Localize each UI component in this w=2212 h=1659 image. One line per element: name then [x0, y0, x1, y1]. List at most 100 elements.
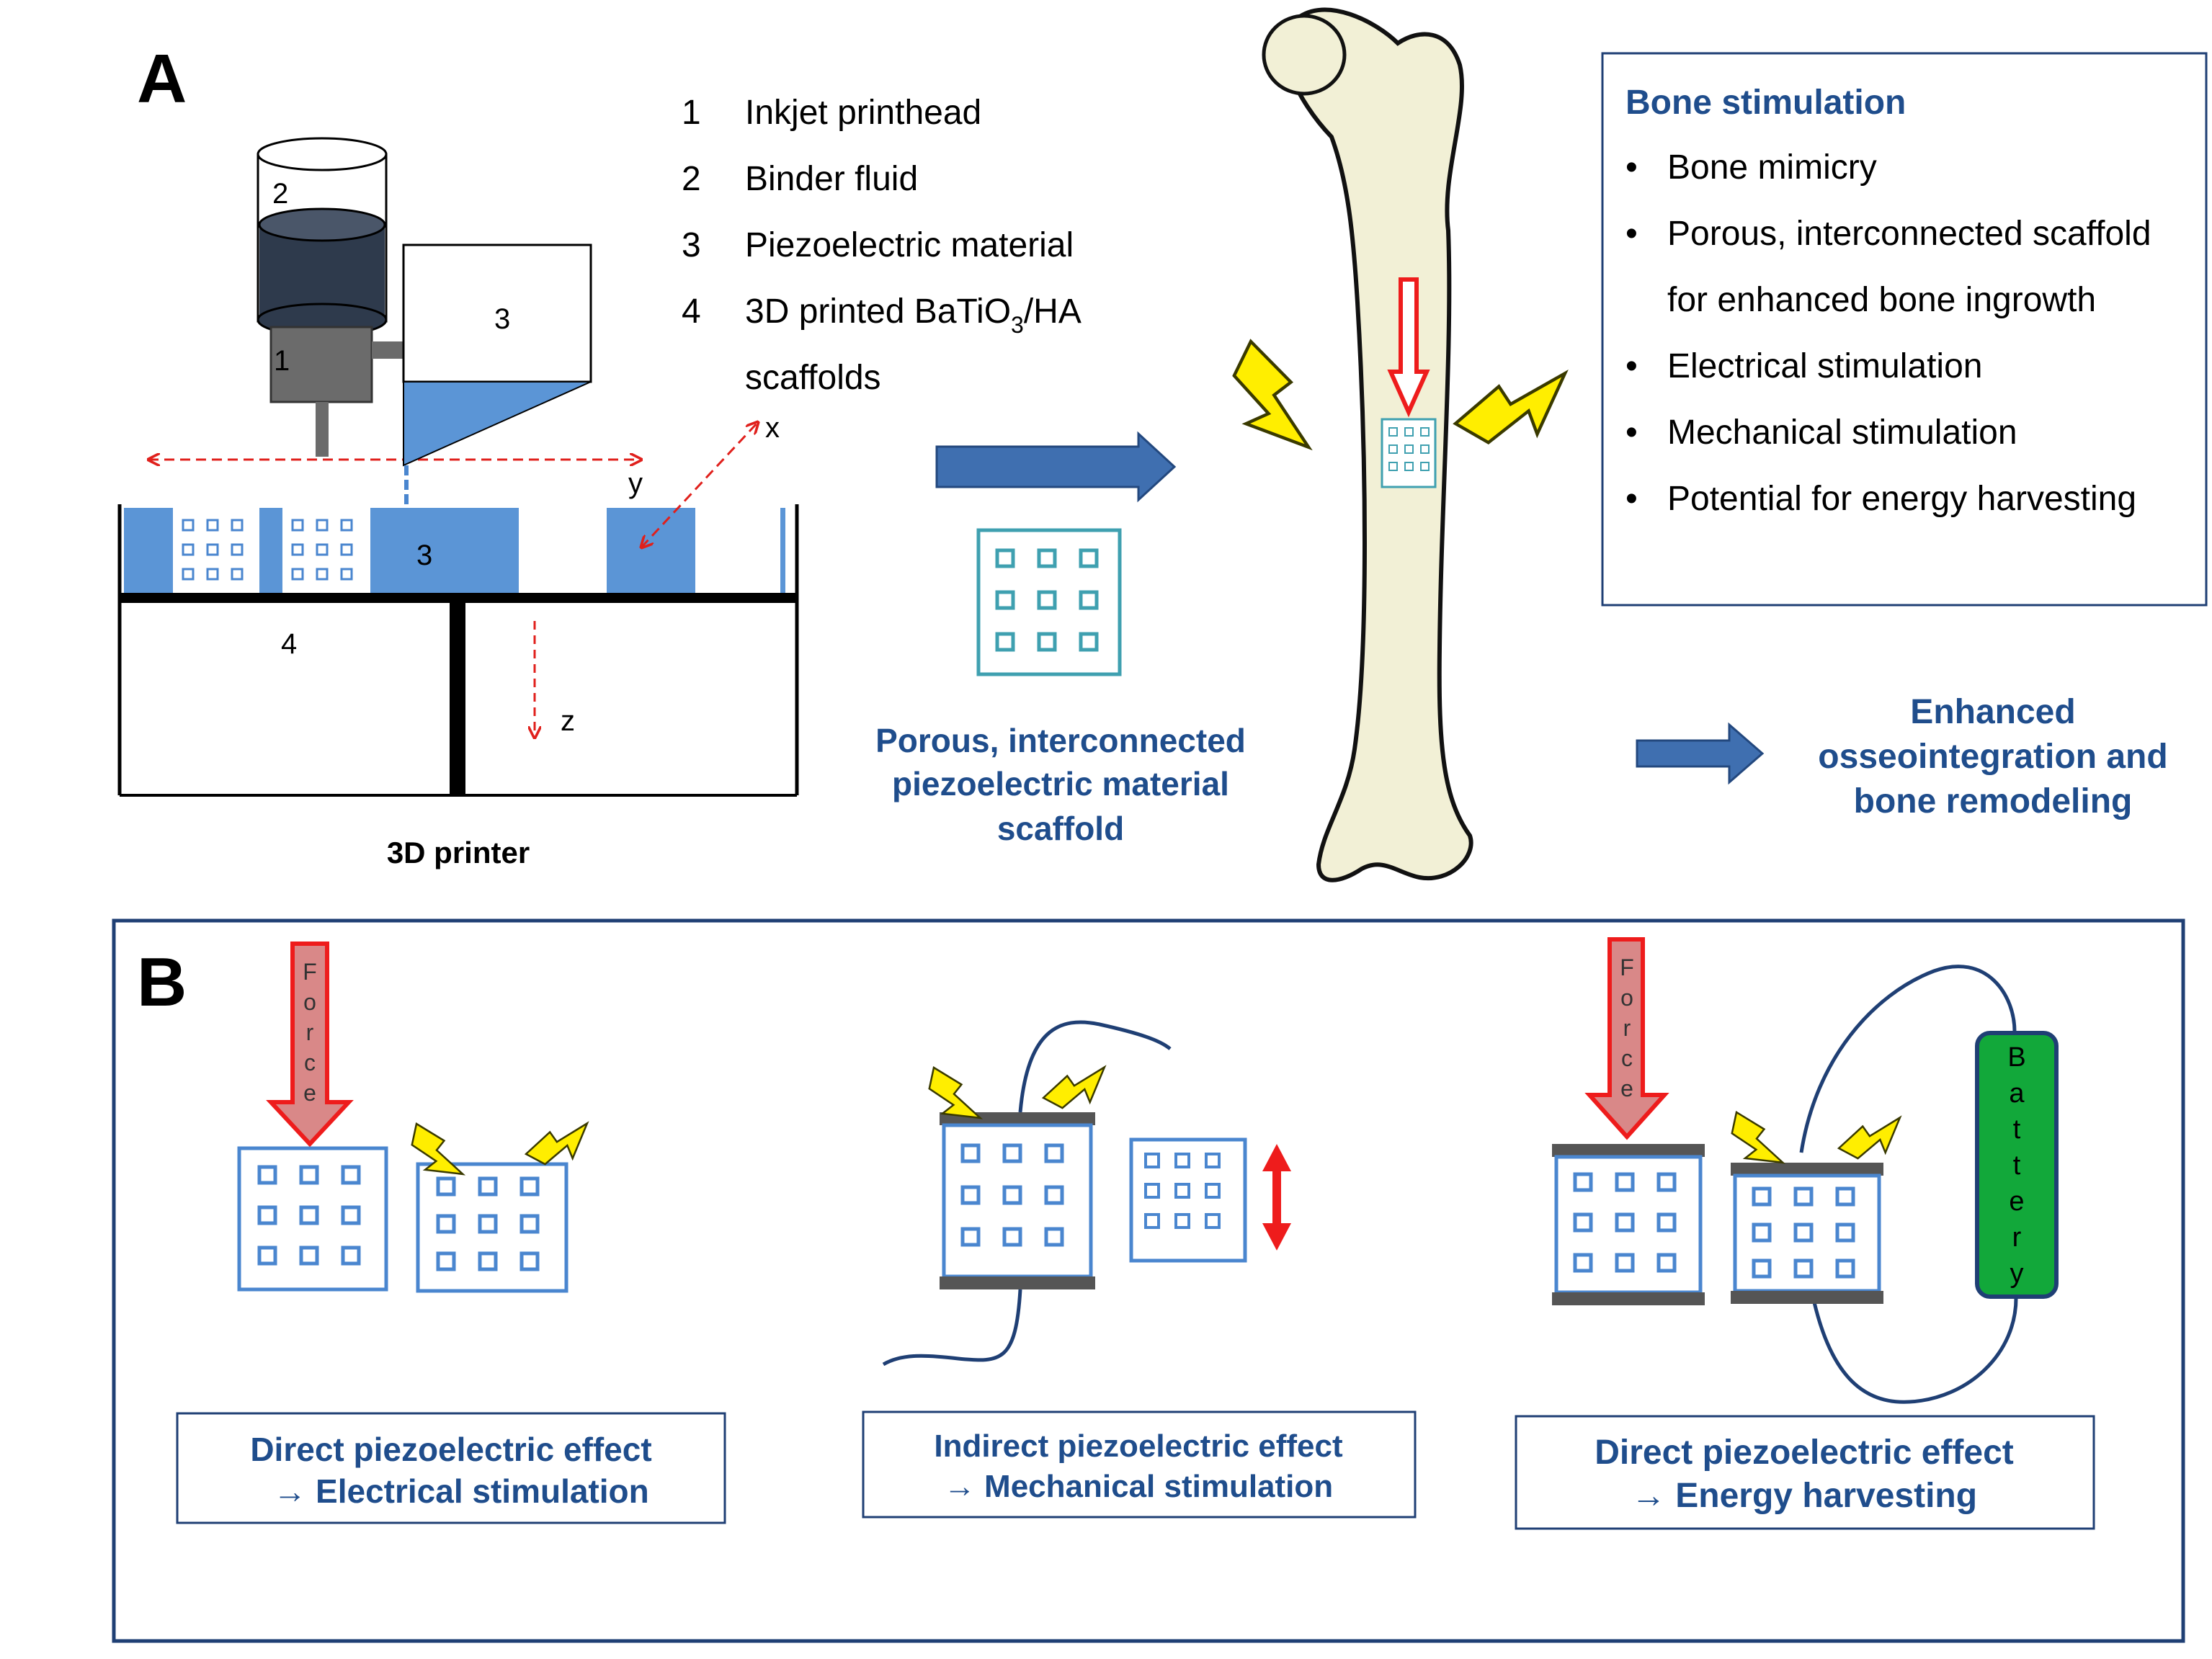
pore [1044, 1185, 1064, 1205]
pore [231, 568, 244, 581]
pore [299, 1165, 319, 1185]
pore [519, 1214, 540, 1234]
bullet-4: Mechanical stimulation [1667, 413, 2017, 452]
pore [206, 519, 219, 532]
caption-box-2 [862, 1410, 1417, 1519]
pore [1656, 1172, 1677, 1192]
legend-text-1: Inkjet printhead [745, 94, 981, 132]
scaffold-caption: Porous, interconnected piezoelectric mat… [875, 722, 1246, 847]
outcome-text: Enhanced osseointegration and bone remod… [1818, 693, 2167, 820]
battery-icon [1975, 1031, 2059, 1299]
legend-num-4: 4 [682, 292, 701, 331]
printer-caption: 3D printer [387, 836, 530, 869]
bottom-electrode [1731, 1291, 1883, 1304]
pore [436, 1214, 456, 1234]
pore [1174, 1183, 1190, 1199]
pore [1079, 590, 1099, 610]
pore [1420, 427, 1430, 437]
svg-text:•: • [1625, 347, 1638, 385]
bone-stimulation-list: • Bone mimicry • Porous, interconnected … [1625, 148, 2151, 518]
legend-num-3: 3 [682, 226, 701, 264]
pore [1835, 1186, 1855, 1207]
pore [1615, 1172, 1635, 1192]
pore [1205, 1183, 1221, 1199]
top-electrode [1552, 1144, 1705, 1157]
binder-label: 2 [272, 178, 288, 210]
pore [341, 1205, 361, 1225]
svg-text:•: • [1625, 148, 1638, 187]
legend-text-3: Piezoelectric material [745, 226, 1074, 264]
caption-box-1 [176, 1412, 726, 1524]
3d-printer-diagram: 3 4 z y x 2 1 3 [117, 137, 799, 797]
pore [182, 568, 195, 581]
caption-3-line-1: Direct piezoelectric effect [1595, 1434, 2014, 1472]
svg-text:•: • [1625, 413, 1638, 452]
panel-a-label: A [137, 40, 187, 117]
pore [1573, 1212, 1593, 1233]
force-arrow-icon [266, 942, 354, 1148]
pore [1144, 1213, 1160, 1229]
pore [1044, 1227, 1064, 1247]
pore [436, 1251, 456, 1271]
svg-text:•: • [1625, 480, 1638, 518]
pore [1388, 427, 1398, 437]
pore [1835, 1258, 1855, 1279]
scaffold-caption-line-2: piezoelectric material [892, 765, 1229, 802]
pore [1615, 1212, 1635, 1233]
pore [1573, 1172, 1593, 1192]
electrode-wire-top [1018, 1020, 1172, 1113]
pore [1573, 1253, 1593, 1273]
mechanical-stimulation-diagram [882, 1020, 1291, 1367]
scaffold-pores [1573, 1172, 1677, 1273]
pore [1420, 444, 1430, 454]
pore [206, 543, 219, 556]
bone-force-arrow-icon [1387, 277, 1430, 418]
scaffold-block-charged [1733, 1173, 1881, 1293]
bullet-2: Porous, interconnected scaffold [1667, 215, 2151, 253]
vibration-arrow-icon [1262, 1144, 1291, 1251]
pore [299, 1205, 319, 1225]
pore [960, 1143, 981, 1163]
pore [340, 519, 353, 532]
pore [1388, 444, 1398, 454]
pore [299, 1246, 319, 1266]
caption-box-3 [1515, 1415, 2095, 1530]
z-axis-label: z [561, 705, 575, 737]
inkjet-printhead [269, 326, 373, 403]
pore [1752, 1258, 1772, 1279]
pore [960, 1185, 981, 1205]
y-axis-label: y [628, 468, 643, 499]
bottom-electrode [940, 1276, 1095, 1289]
scaffold-block-stimulated [416, 1162, 568, 1293]
pore [519, 1176, 540, 1197]
pore [291, 519, 304, 532]
outcome-arrow-icon [1636, 722, 1765, 785]
pore [1037, 548, 1057, 568]
pore [1002, 1185, 1022, 1205]
pore [1752, 1186, 1772, 1207]
pore [257, 1205, 277, 1225]
pore [316, 543, 329, 556]
pore [478, 1214, 498, 1234]
pore [519, 1251, 540, 1271]
scaffold-pores [1752, 1186, 1855, 1279]
bottom-electrode [1552, 1292, 1705, 1305]
pore [257, 1246, 277, 1266]
outcome-line-1: Enhanced [1910, 693, 2075, 731]
pore [1079, 632, 1099, 652]
pore [1144, 1183, 1160, 1199]
scaffold-caption-line-1: Porous, interconnected [875, 722, 1246, 759]
build-label: 4 [281, 628, 297, 660]
process-arrow-icon [935, 431, 1177, 503]
pore [478, 1176, 498, 1197]
pore [1793, 1258, 1814, 1279]
pore [257, 1165, 277, 1185]
pore [1793, 1222, 1814, 1243]
force-arrow-icon [1584, 937, 1669, 1140]
pore [436, 1176, 456, 1197]
pore [340, 568, 353, 581]
pore [960, 1227, 981, 1247]
